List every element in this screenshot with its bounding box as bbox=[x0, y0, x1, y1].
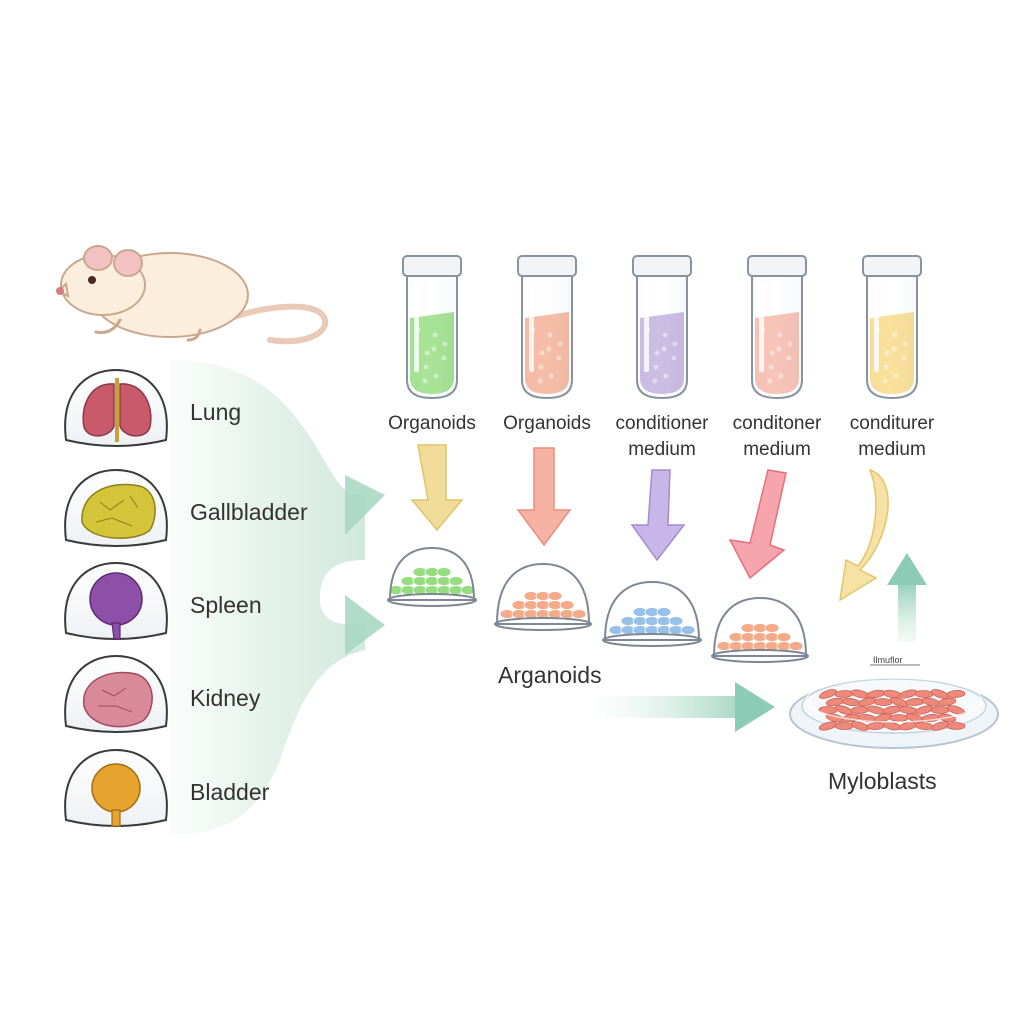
test-tube-4: conditoner medium bbox=[733, 255, 822, 460]
dome-glass bbox=[603, 580, 701, 641]
petri-dish bbox=[789, 677, 999, 749]
organoid-dome-3 bbox=[602, 580, 702, 647]
dome-row bbox=[387, 546, 809, 663]
tube-cap bbox=[632, 255, 692, 277]
flow-arrow-upper bbox=[345, 475, 385, 535]
gallbladder-icon bbox=[81, 483, 156, 539]
tube-label-line1: Organoids bbox=[388, 413, 476, 434]
tube-glass bbox=[636, 272, 688, 400]
test-tube-2: Organoids bbox=[503, 255, 591, 434]
tube-label-line2: medium bbox=[858, 439, 926, 460]
tube-cap bbox=[517, 255, 577, 277]
down-arrow-purple bbox=[630, 469, 686, 562]
dome-glass bbox=[495, 562, 591, 625]
tube-glass bbox=[406, 272, 458, 400]
organ-item-bladder: Bladder bbox=[64, 748, 270, 827]
bladder-icon bbox=[91, 763, 141, 827]
dome-glass bbox=[388, 546, 476, 601]
arganoids-arrow bbox=[590, 682, 775, 732]
test-tube-5: conditurer medium bbox=[850, 255, 935, 460]
tube-glass bbox=[866, 272, 918, 400]
tube-glass bbox=[521, 272, 573, 400]
tube-label-line2: medium bbox=[628, 439, 696, 460]
organ-label: Gallbladder bbox=[190, 499, 308, 525]
test-tube-1: Organoids bbox=[388, 255, 476, 434]
myoblasts-label: Myloblasts bbox=[828, 768, 937, 794]
tube-label-line1: conditioner bbox=[616, 413, 710, 434]
organ-item-kidney: Kidney bbox=[64, 654, 261, 733]
organ-item-spleen: Spleen bbox=[64, 561, 262, 640]
test-tube-3: conditioner medium bbox=[616, 255, 710, 460]
organ-label: Kidney bbox=[190, 685, 261, 711]
tube-label-line1: conditurer bbox=[850, 413, 935, 434]
tube-arrows bbox=[410, 444, 889, 602]
organoid-dome-2 bbox=[494, 562, 592, 631]
lung-icon bbox=[82, 378, 152, 442]
arganoids-label: Arganoids bbox=[498, 662, 602, 688]
tube-label-line1: Organoids bbox=[503, 413, 591, 434]
dome-glass bbox=[712, 596, 808, 657]
organ-label: Spleen bbox=[190, 592, 262, 618]
kidney-icon bbox=[83, 671, 153, 728]
tube-cap bbox=[862, 255, 922, 277]
tube-glass bbox=[751, 272, 803, 400]
mouse-illustration bbox=[56, 245, 329, 345]
down-arrow-red bbox=[728, 469, 787, 580]
dish-tag: Ilmuflor bbox=[873, 655, 903, 665]
organoid-dome-4 bbox=[711, 596, 809, 663]
spleen-icon bbox=[89, 572, 143, 640]
organ-label: Lung bbox=[190, 399, 241, 425]
organoid-dome-1 bbox=[387, 546, 477, 607]
down-arrow-pink bbox=[516, 447, 572, 547]
tube-cap bbox=[747, 255, 807, 277]
down-arrow-gold bbox=[839, 468, 889, 602]
organ-label: Bladder bbox=[190, 779, 270, 805]
flow-band bbox=[170, 360, 365, 835]
tube-label-line1: conditoner bbox=[733, 413, 822, 434]
organ-item-gallbladder: Gallbladder bbox=[64, 468, 308, 547]
organ-item-lung: Lung bbox=[64, 368, 241, 447]
up-arrow bbox=[887, 553, 927, 642]
flow-arrow-lower bbox=[345, 595, 385, 655]
myoblast-cells bbox=[818, 689, 966, 731]
tube-label-line2: medium bbox=[743, 439, 811, 460]
down-arrow-yellow bbox=[410, 444, 464, 532]
tube-cap bbox=[402, 255, 462, 277]
